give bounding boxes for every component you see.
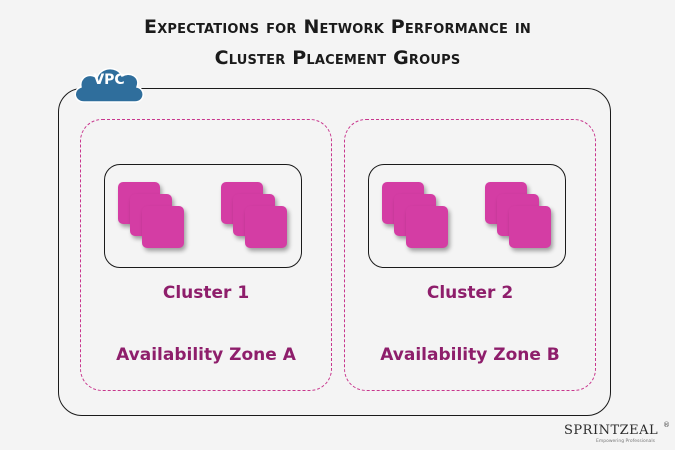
brand-tagline: Empowering Professionals [596,439,655,444]
registered-mark: ® [663,421,670,429]
instance-icon [509,206,551,248]
cluster-2-box [368,164,566,268]
instance-stack [118,182,193,257]
vpc-container [58,88,611,416]
brand-logo: SPRINTZEAL [564,423,659,438]
instance-stack [382,182,457,257]
instance-icon [142,206,184,248]
instance-icon [406,206,448,248]
availability-zone-a-label: Availability Zone A [116,345,296,365]
cloud-icon [74,68,144,103]
availability-zone-b-label: Availability Zone B [380,345,560,365]
cluster-1-box [104,164,302,268]
title-line-2: Cluster Placement Groups [214,47,461,69]
availability-zone-b [344,119,596,391]
cluster-1-label: Cluster 1 [162,283,250,303]
instance-icon [245,206,287,248]
diagram-title: Expectations for Network Performance in … [0,12,675,74]
title-line-1: Expectations for Network Performance in [144,16,531,38]
availability-zone-a [80,119,332,391]
vpc-label: VPC [93,72,125,88]
cluster-2-label: Cluster 2 [426,283,514,303]
instance-stack [485,182,560,257]
instance-stack [221,182,296,257]
